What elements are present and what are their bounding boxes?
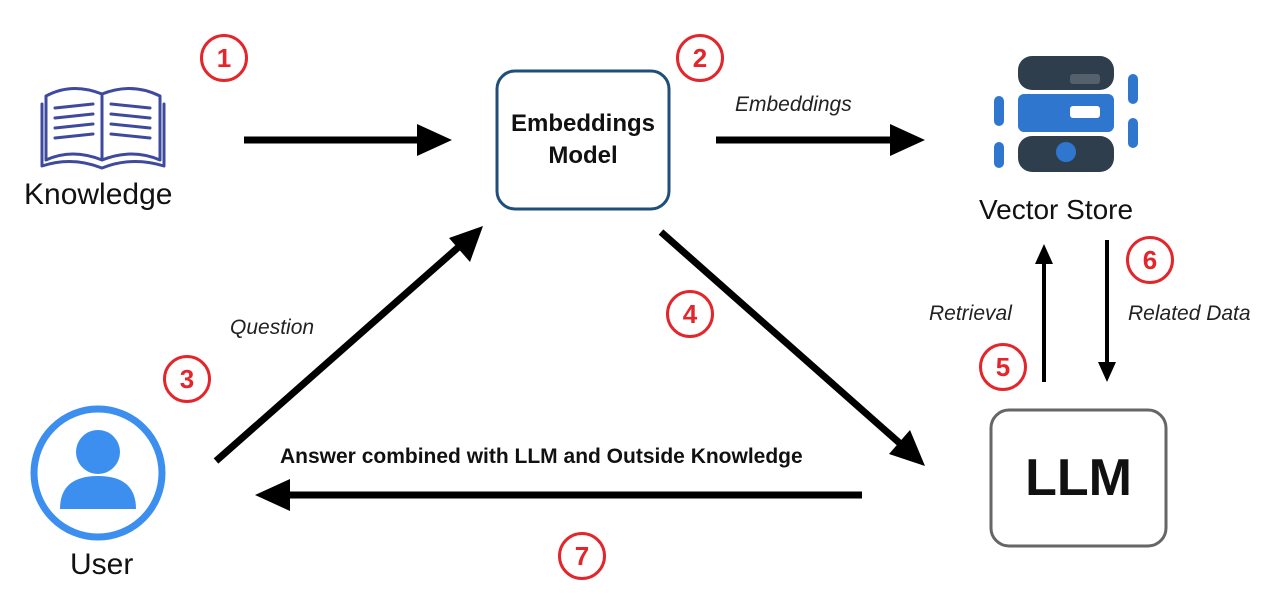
arrowhead-user-to-model [449,226,483,262]
arrowhead-model-to-store [890,124,925,156]
step-badge-2: 2 [676,34,724,82]
question-edge-label: Question [230,316,315,339]
knowledge-label: Knowledge [24,178,173,211]
arrowhead-llm-to-user [255,479,290,511]
step-badge-3: 3 [163,355,211,403]
answer-edge-label: Answer combined with LLM and Outside Kno… [280,445,803,468]
related-data-edge-label: Related Data [1128,302,1251,325]
step-badge-1: 1 [200,34,248,82]
embeddings-model-box [495,69,671,211]
step-badge-7: 7 [558,532,606,580]
arrow-user-to-model [213,241,465,464]
arrowhead-knowledge-to-model [417,124,452,156]
llm-label: LLM [1025,449,1132,507]
book-icon [40,87,166,170]
vector-store-label: Vector Store [979,194,1134,225]
database-icon [994,56,1138,172]
embeddings-model-label: Embeddings Model [510,110,655,169]
step-badge-6: 6 [1126,236,1174,284]
user-icon [30,405,166,541]
arrow-model-to-llm [658,229,907,450]
user-label: User [70,548,134,581]
step-badge-4: 4 [666,290,714,338]
arrowhead-llm-to-store [1035,244,1053,264]
embeddings-edge-label: Embeddings [735,93,852,116]
retrieval-edge-label: Retrieval [929,302,1012,325]
step-badge-5: 5 [979,343,1027,391]
arrowhead-model-to-llm [889,430,925,466]
llm-box [989,408,1168,548]
arrowhead-store-to-llm [1098,362,1116,382]
